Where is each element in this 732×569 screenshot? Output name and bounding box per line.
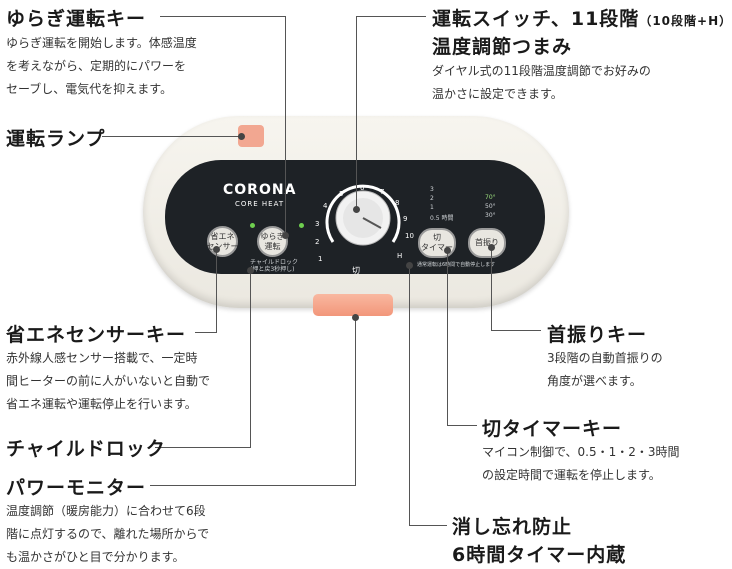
dial-mark-5: 5	[339, 190, 344, 198]
dial-mark-4: 4	[323, 202, 328, 210]
childlock-note: チャイルドロック (押と戻3秒押し)	[250, 259, 298, 273]
power-monitor-title: パワーモニター	[6, 477, 147, 499]
temperature-dial[interactable]	[315, 170, 410, 265]
dial-mark-6: 6	[360, 184, 365, 192]
yuragi-indicator	[299, 223, 304, 228]
operation-lamp-title: 運転ランプ	[6, 128, 106, 150]
dial-mark-1: 1	[318, 255, 323, 263]
switch-title-line2: 温度調節つまみ	[432, 36, 573, 58]
swing-angle-30: 30°	[485, 212, 496, 219]
model-name: CORE HEAT	[235, 200, 285, 208]
yuragi-key[interactable]: ゆらぎ 運転	[257, 226, 288, 257]
off-timer-desc: マイコン制御で、0.5・1・2・3時間の設定時間で運転を停止します。	[482, 445, 680, 482]
dial-mark-7: 7	[380, 188, 385, 196]
yuragi-key-title: ゆらぎ運転キー	[6, 8, 147, 30]
timer-level-2: 2	[430, 195, 434, 202]
dial-mark-9: 9	[403, 215, 408, 223]
power-monitor-desc: 温度調節（暖房能力）に合わせて6段階に点灯するので、離れた場所からでも温かさがひ…	[6, 504, 210, 564]
swing-key[interactable]: 首振り	[468, 228, 506, 258]
switch-desc: ダイヤル式の11段階温度調節でお好みの温かさに設定できます。	[432, 64, 651, 101]
auto-off-title-line2: 6時間タイマー内蔵	[452, 544, 627, 566]
timer-level-3: 3	[430, 186, 434, 193]
control-panel: CORONA CORE HEAT 省エネ センサー ゆらぎ 運転 チャイルドロッ…	[165, 160, 545, 275]
dial-mark-3: 3	[315, 220, 320, 228]
brand-logo: CORONA	[223, 182, 297, 198]
switch-title: 運転スイッチ、11段階（10段階+H）	[432, 8, 732, 30]
dial-mark-10: 10	[405, 232, 414, 240]
timer-level-0-5: 0.5 時間	[430, 215, 454, 222]
dial-mark-8: 8	[395, 199, 400, 207]
dial-off-label: 切	[352, 266, 360, 275]
eco-sensor-desc: 赤外線人感センサー搭載で、一定時間ヒーターの前に人がいないと自動で省エネ運転や運…	[6, 351, 211, 411]
operation-lamp	[238, 125, 264, 147]
yuragi-key-desc: ゆらぎ運転を開始します。体感温度を考えながら、定期的にパワーをセーブし、電気代を…	[6, 36, 197, 96]
auto-off-title-line1: 消し忘れ防止	[452, 516, 573, 538]
swing-key-desc: 3段階の自動首振りの角度が選べます。	[547, 351, 663, 388]
childlock-title: チャイルドロック	[6, 438, 166, 460]
eco-sensor-title: 省エネセンサーキー	[6, 324, 187, 346]
swing-angle-70: 70°	[485, 194, 496, 201]
auto-off-note: 通常運転は6時間で自動停止します	[417, 262, 496, 268]
power-monitor-lamp	[313, 294, 393, 316]
dial-mark-2: 2	[315, 238, 320, 246]
dial-mark-h: H	[397, 252, 403, 260]
off-timer-key[interactable]: 切 タイマー	[418, 228, 456, 258]
timer-level-1: 1	[430, 204, 434, 211]
off-timer-title: 切タイマーキー	[482, 418, 623, 440]
swing-key-title: 首振りキー	[547, 324, 648, 346]
eco-sensor-key[interactable]: 省エネ センサー	[207, 226, 239, 257]
eco-indicator	[250, 223, 255, 228]
swing-angle-50: 50°	[485, 203, 496, 210]
